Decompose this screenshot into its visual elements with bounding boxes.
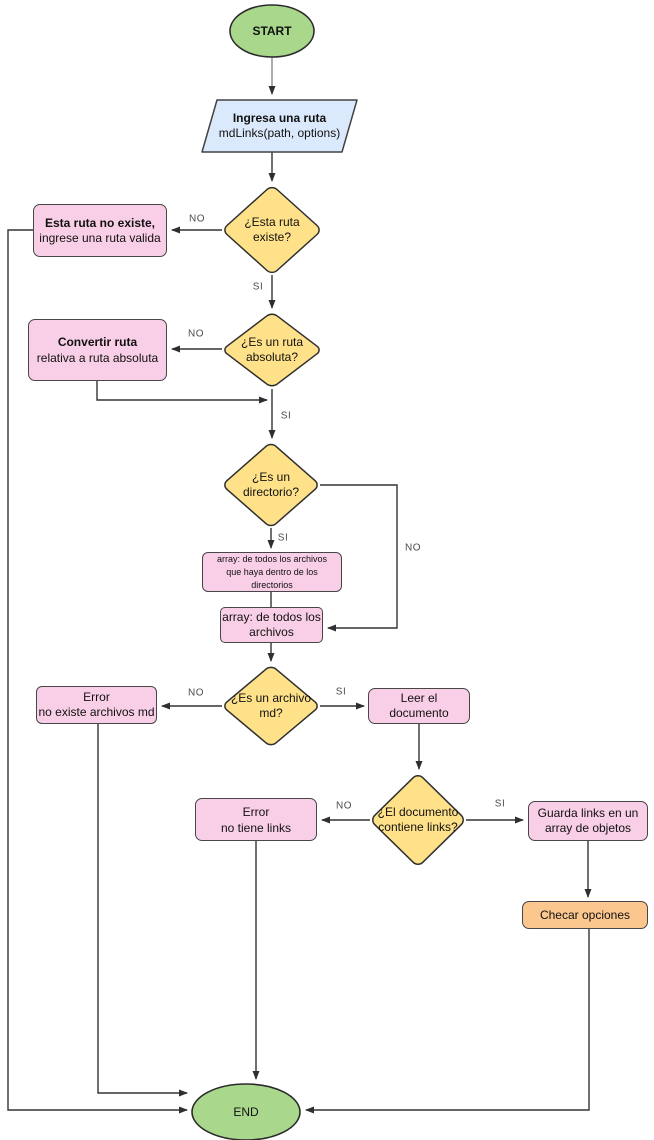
process-error-md: Error no existe archivos md — [36, 686, 157, 724]
decision-absolute-line2: absoluta? — [245, 350, 299, 364]
input-parallelogram-shape — [201, 99, 358, 153]
decision-links-shape — [370, 773, 466, 867]
edge-label-exists-si: SI — [252, 281, 264, 293]
process-error-md-line2: no existe archivos md — [38, 705, 155, 719]
decision-absolute-shape — [222, 312, 322, 388]
process-guarda-line2: array de objetos — [544, 821, 632, 835]
edge-checar-to-end — [305, 928, 590, 1114]
input-line2: mdLinks(path, options) — [218, 126, 341, 140]
process-array-directorios-line3: directorios — [251, 579, 293, 590]
decision-exists-line1: ¿Esta ruta — [244, 215, 300, 229]
start-terminal-shape — [229, 4, 315, 58]
process-leer-line2: documento — [389, 706, 449, 720]
decision-absolute: ¿Es un ruta absoluta? — [222, 312, 322, 388]
edge-errormd-to-end — [97, 723, 188, 1097]
decision-mdfile-line1: ¿Es un archivo — [230, 691, 312, 705]
decision-directory-line2: directorio? — [242, 485, 300, 499]
decision-exists: ¿Esta ruta existe? — [222, 185, 322, 275]
process-error-links: Error no tiene links — [195, 798, 317, 841]
process-convertir-ruta: Convertir ruta relativa a ruta absoluta — [28, 319, 167, 381]
process-ruta-no-existe-line1: Esta ruta no existe, — [44, 215, 156, 230]
process-convertir-line2: relativa a ruta absoluta — [36, 351, 159, 365]
decision-exists-line2: existe? — [252, 230, 292, 244]
decision-exists-shape — [222, 185, 322, 275]
input-parallelogram: Ingresa una ruta mdLinks(path, options) — [202, 100, 357, 152]
process-checar-opciones: Checar opciones — [522, 901, 648, 929]
decision-links-line1: ¿El documento — [377, 805, 459, 819]
end-label: END — [233, 1104, 259, 1119]
decision-mdfile-line2: md? — [259, 706, 283, 720]
edge-label-mdfile-no: NO — [188, 687, 204, 699]
process-array-archivos-line2: archivos — [249, 625, 294, 639]
process-convertir-line1: Convertir ruta — [57, 335, 138, 349]
decision-links-line2: contiene links? — [378, 820, 458, 834]
decision-directory-shape — [222, 442, 320, 528]
process-leer-documento: Leer el documento — [368, 688, 470, 724]
start-terminal: START — [230, 5, 314, 57]
process-guarda-line1: Guarda links en un — [537, 806, 639, 820]
decision-links: ¿El documento contiene links? — [370, 773, 466, 867]
process-error-links-line1: Error — [242, 804, 270, 819]
edge-label-absolute-si: SI — [280, 410, 292, 422]
process-array-directorios-line1: array: de todos los archivos — [216, 553, 328, 564]
decision-mdfile-shape — [222, 665, 320, 747]
decision-directory: ¿Es un directorio? — [222, 442, 320, 528]
edge-label-mdfile-si: SI — [335, 686, 347, 698]
edge-convertir-return — [96, 381, 268, 404]
decision-absolute-line1: ¿Es un ruta — [240, 335, 304, 349]
decision-mdfile: ¿Es un archivo md? — [222, 665, 320, 747]
edge-directory-no — [320, 484, 398, 632]
process-array-directorios: array: de todos los archivos que haya de… — [202, 552, 342, 592]
process-array-archivos-line1: array: de todos los — [222, 610, 321, 624]
process-array-archivos: array: de todos los archivos — [220, 607, 323, 643]
edge-label-absolute-no: NO — [188, 328, 204, 340]
start-label: START — [252, 23, 292, 38]
process-ruta-no-existe: Esta ruta no existe, ingrese una ruta va… — [33, 204, 167, 257]
edge-noexists-loop-to-end — [7, 229, 188, 1114]
edge-label-exists-no: NO — [189, 213, 205, 225]
process-error-md-line1: Error — [83, 690, 110, 704]
process-checar-label: Checar opciones — [539, 907, 631, 922]
process-error-links-line2: no tiene links — [220, 820, 292, 835]
process-ruta-no-existe-line2: ingrese una ruta valida — [39, 230, 161, 245]
edge-label-links-si: SI — [494, 798, 506, 810]
edge-label-directory-si: SI — [277, 532, 289, 544]
edge-label-directory-no: NO — [405, 542, 421, 554]
edge-label-links-no: NO — [336, 800, 352, 812]
end-terminal: END — [192, 1084, 300, 1140]
decision-directory-line1: ¿Es un — [251, 470, 290, 484]
end-terminal-shape — [191, 1083, 301, 1140]
process-guarda-links: Guarda links en un array de objetos — [528, 801, 648, 841]
process-array-directorios-line2: que haya dentro de los — [226, 566, 318, 577]
input-line1: Ingresa una ruta — [232, 111, 327, 125]
process-leer-line1: Leer el — [400, 691, 438, 705]
